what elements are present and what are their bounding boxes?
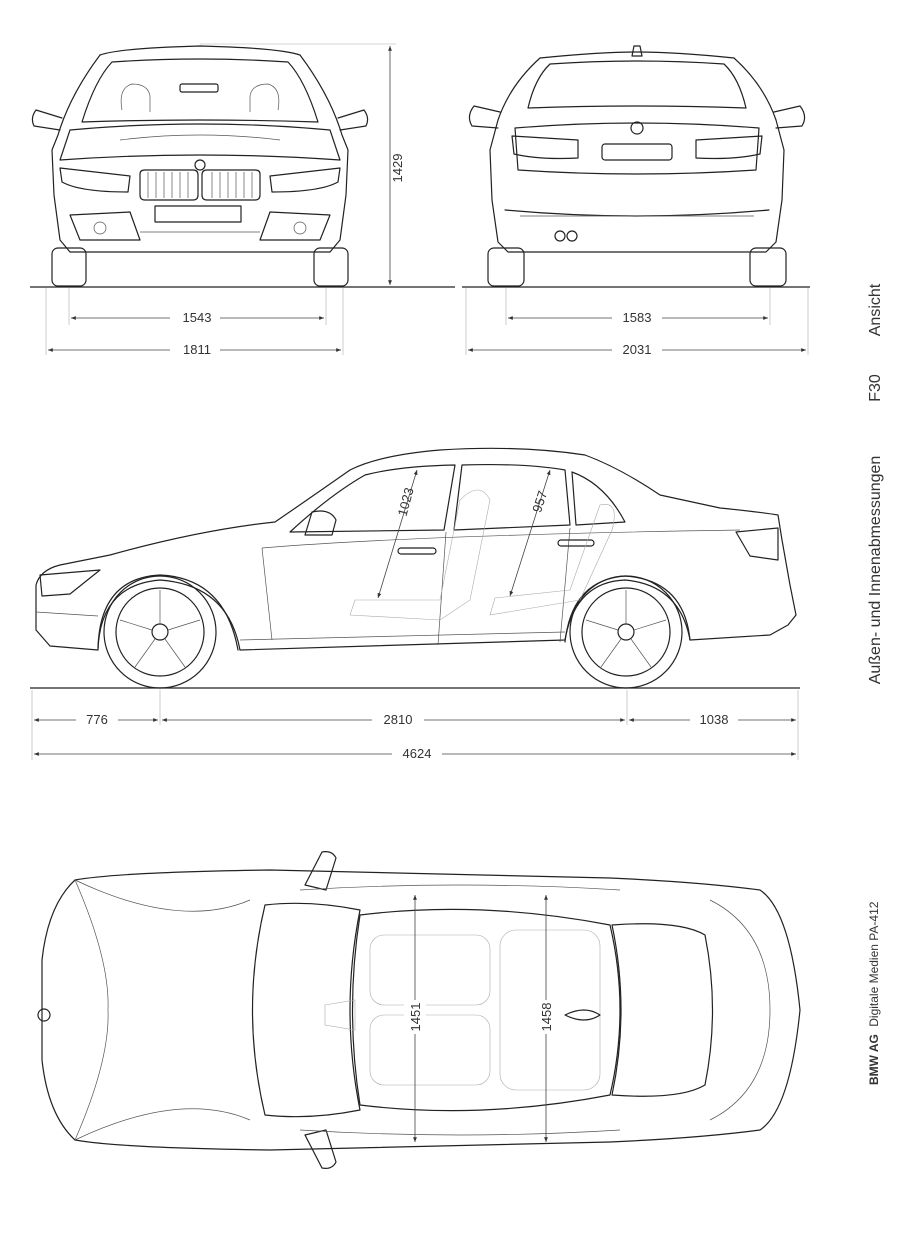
sidebar-caption: Ansicht F30 Außen- und Innenabmessungen (867, 283, 884, 684)
interior-width-dimensions: 1451 1458 (404, 895, 557, 1142)
subtitle-label: Außen- und Innenabmessungen (867, 456, 884, 685)
side-view (30, 447, 800, 689)
footer-brand: BMW AG (867, 1034, 881, 1085)
mirror-width-label: 2031 (623, 342, 652, 357)
rear-width-dimensions: 1583 2031 (465, 288, 809, 357)
front-height-label: 1429 (390, 154, 405, 183)
headroom-dimensions: 1023 957 (377, 469, 551, 599)
front-headroom-label: 1023 (395, 486, 417, 518)
length-label: 4624 (403, 746, 432, 761)
footer-publisher: Digitale Medien PA-412 (867, 901, 881, 1027)
front-track-label: 1543 (183, 310, 212, 325)
front-height-dimension: 1429 (200, 43, 405, 285)
front-view (30, 45, 455, 288)
model-code: F30 (867, 374, 884, 402)
front-shoulder-label: 1451 (408, 1003, 423, 1032)
svg-text:BMW AG Digitale Medien P: BMW AG Digitale Medien PA-412 (867, 901, 881, 1085)
rear-track-label: 1583 (623, 310, 652, 325)
footer: BMW AG Digitale Medien PA-412 (867, 901, 881, 1085)
rear-overhang-label: 1038 (700, 712, 729, 727)
front-width-dimensions: 1543 1811 (45, 288, 344, 357)
front-overhang-label: 776 (86, 712, 108, 727)
view-label: Ansicht (867, 283, 884, 336)
length-dimensions: 776 2810 1038 4624 (31, 690, 799, 761)
rear-headroom-label: 957 (529, 489, 550, 514)
top-view (37, 851, 801, 1169)
rear-shoulder-label: 1458 (539, 1003, 554, 1032)
rear-view (462, 45, 810, 288)
body-width-label: 1811 (183, 342, 211, 357)
wheelbase-label: 2810 (384, 712, 413, 727)
